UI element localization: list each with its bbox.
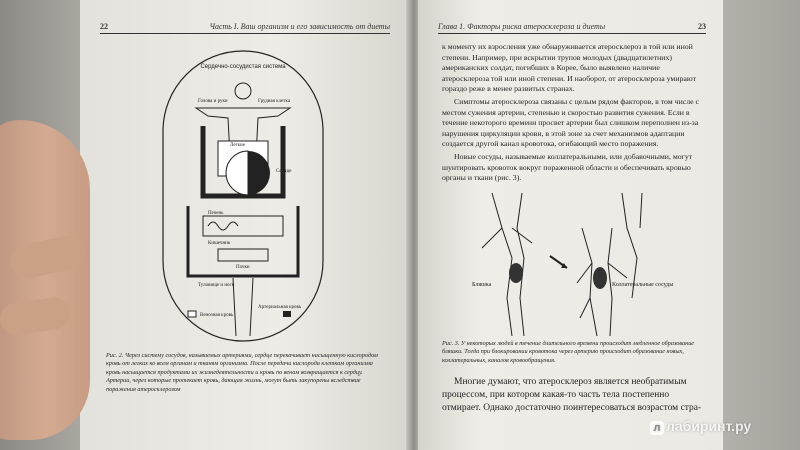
legend-arterial: Артериальная кровь (258, 305, 302, 310)
left-running-header: 22 Часть I. Ваш организм и его зависимос… (100, 22, 390, 34)
artery-figure: Бляшка Коллатеральные сосуды (472, 192, 673, 337)
figure-2-caption: Рис. 2. Через систему сосудов, называемы… (106, 352, 378, 393)
watermark-text: лабиринт.ру (666, 418, 752, 434)
left-page-number: 22 (100, 22, 108, 31)
circulatory-diagram: Сердечно-сосудистая система Голова и рук… (162, 50, 324, 342)
label-lungs: Легкие (230, 143, 246, 148)
watermark-logo-icon: л (650, 421, 664, 435)
label-collateral: Коллатеральные сосуды (612, 282, 673, 288)
label-liver: Печень (208, 211, 224, 216)
label-plaque: Бляшка (472, 282, 492, 288)
paragraph-1: к моменту их взросления уже обнаруживает… (442, 42, 697, 94)
right-body-text: к моменту их взросления уже обнаруживает… (442, 42, 704, 186)
label-torso: Туловище и ноги (198, 283, 235, 288)
paragraph-3: Новые сосуды, называемые коллатеральными… (442, 151, 693, 183)
label-chest: Грудная клетка (258, 99, 291, 104)
hand (0, 120, 90, 440)
label-kidneys: Почки (236, 265, 250, 270)
diagram-title: Сердечно-сосудистая система (200, 64, 286, 70)
bottom-paragraph: Многие думают, что атеросклероз является… (442, 377, 702, 413)
label-head: Голова и руки (198, 99, 228, 104)
paragraph-2: Симптомы атеросклероза связаны с целым р… (442, 96, 699, 149)
open-book: 22 Часть I. Ваш организм и его зависимос… (70, 0, 730, 450)
right-bottom-text: Многие думают, что атеросклероз является… (442, 376, 704, 415)
right-page: Глава 1. Факторы риска атеросклероза и д… (418, 0, 723, 450)
right-running-header: Глава 1. Факторы риска атеросклероза и д… (438, 22, 706, 34)
right-page-number: 23 (698, 22, 706, 31)
left-running-title: Часть I. Ваш организм и его зависимость … (209, 22, 390, 31)
figure-3-caption: Рис. 3. У некоторых людей в течение длит… (442, 340, 695, 364)
left-page: 22 Часть I. Ваш организм и его зависимос… (80, 0, 410, 450)
right-running-title: Глава 1. Факторы риска атеросклероза и д… (438, 22, 606, 31)
label-heart: Сердце (276, 169, 292, 174)
label-intestine: Кишечник (208, 241, 231, 246)
legend-venous: Венозная кровь (200, 313, 234, 318)
